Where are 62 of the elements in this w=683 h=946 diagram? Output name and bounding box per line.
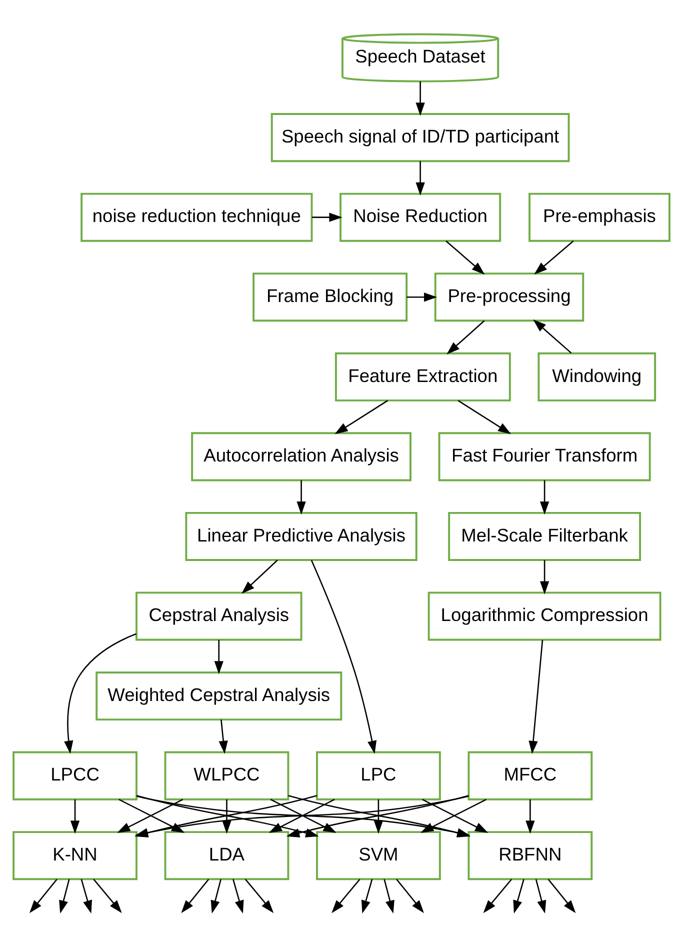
arrow bbox=[396, 878, 424, 913]
arrow bbox=[535, 878, 546, 914]
node-box: Logarithmic Compression bbox=[428, 591, 662, 640]
arrow bbox=[93, 878, 122, 913]
node-box: LDA bbox=[164, 830, 290, 880]
arrow bbox=[548, 878, 576, 913]
arrow bbox=[458, 399, 512, 434]
node-box: LPCC bbox=[12, 750, 138, 800]
node-box: Feature Extraction bbox=[334, 352, 511, 401]
arrow bbox=[374, 798, 384, 834]
arrow bbox=[526, 798, 535, 834]
node-box: Frame Blocking bbox=[252, 272, 408, 322]
arrow bbox=[540, 560, 550, 594]
arrow bbox=[29, 878, 58, 913]
arrow bbox=[540, 480, 550, 514]
arrow bbox=[59, 878, 70, 914]
arrow bbox=[416, 80, 425, 116]
node-box: noise reduction technique bbox=[80, 192, 313, 242]
node-box: Linear Predictive Analysis bbox=[185, 511, 418, 560]
node-box: RBFNN bbox=[468, 830, 593, 880]
node-box: Fast Fourier Transform bbox=[438, 432, 651, 481]
node-box: Windowing bbox=[538, 352, 656, 401]
node-box: Autocorrelation Analysis bbox=[191, 432, 412, 481]
node-box: Mel-Scale Filterbank bbox=[448, 511, 641, 560]
arrow bbox=[296, 480, 306, 514]
node-box: WLPCC bbox=[164, 750, 290, 800]
arrow bbox=[513, 878, 524, 914]
node-box: Speech signal of ID/TD participant bbox=[270, 112, 570, 162]
arrow bbox=[64, 632, 136, 754]
arrow bbox=[446, 320, 485, 354]
node-box: Cepstral Analysis bbox=[136, 591, 302, 640]
node-box: LPC bbox=[316, 750, 441, 800]
arrow bbox=[528, 639, 544, 754]
arrow bbox=[310, 560, 377, 754]
arrow bbox=[332, 878, 360, 913]
node-box: Pre-emphasis bbox=[528, 192, 670, 242]
node-box: MFCC bbox=[468, 750, 593, 800]
arrow bbox=[361, 878, 373, 914]
node-box: Pre-processing bbox=[434, 272, 584, 322]
node-box: K-NN bbox=[12, 830, 138, 880]
node-box: Noise Reduction bbox=[340, 192, 502, 242]
arrow bbox=[446, 240, 485, 274]
node-box: Weighted Cepstral Analysis bbox=[96, 671, 342, 720]
arrow bbox=[384, 878, 394, 914]
arrow bbox=[70, 798, 80, 834]
arrow bbox=[242, 559, 278, 594]
arrow bbox=[218, 719, 228, 754]
arrow bbox=[312, 212, 342, 222]
arrow bbox=[232, 878, 244, 914]
arrow bbox=[244, 878, 274, 913]
arrow bbox=[416, 160, 425, 195]
node-box: SVM bbox=[316, 830, 441, 880]
arrow bbox=[483, 878, 512, 913]
arrow bbox=[222, 798, 232, 834]
arrow bbox=[181, 878, 210, 913]
arrow bbox=[533, 318, 572, 354]
arrow bbox=[210, 878, 222, 914]
arrow bbox=[214, 639, 224, 674]
arrow bbox=[406, 292, 438, 302]
arrow bbox=[534, 240, 574, 274]
arrow bbox=[334, 399, 388, 434]
arrow bbox=[80, 878, 92, 914]
